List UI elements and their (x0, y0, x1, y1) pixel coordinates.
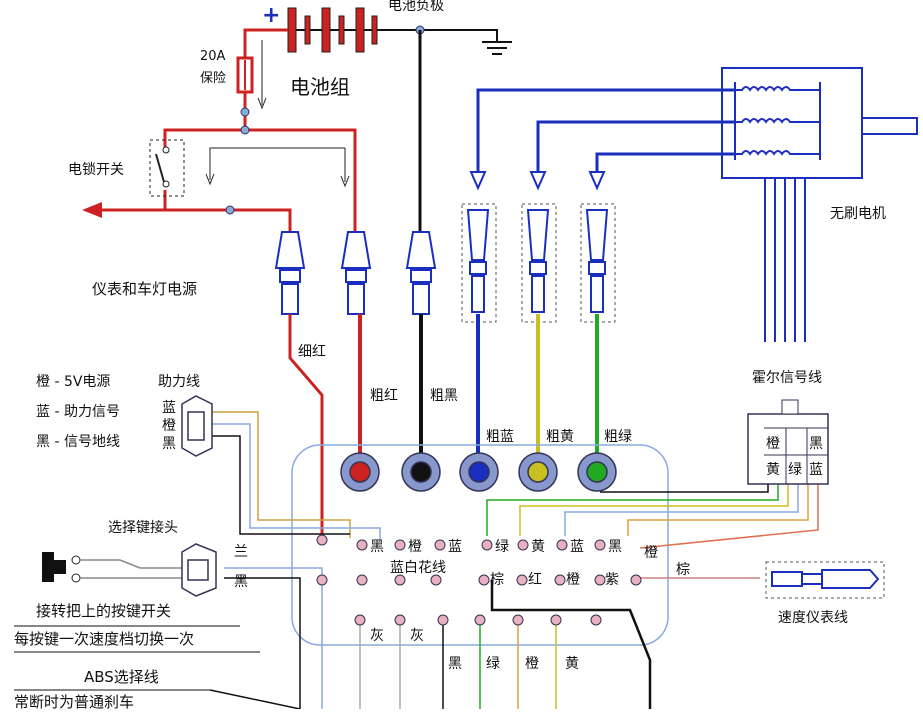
thin-red-label: 细红 (298, 344, 326, 360)
battery-negative-label: 电池负极 (388, 0, 444, 14)
hall-cell: 绿 (788, 462, 802, 478)
meter-power-label: 仪表和车灯电源 (92, 280, 197, 298)
pin-label: 黑 (608, 539, 622, 555)
wire-label: 黄 (565, 655, 579, 672)
battery-pack-label: 电池组 (290, 75, 350, 99)
pin-label: 橙 (644, 545, 658, 561)
assist-blue-label: 蓝 - 助力信号 (36, 404, 120, 420)
speedo-pin-label: 棕 (676, 562, 690, 578)
speedometer-connector (765, 561, 885, 599)
pin-label: 黄 (531, 538, 545, 555)
pin-label: 绿 (495, 539, 509, 555)
pin-label: 橙 (566, 572, 580, 588)
controller-row2-labels: 棕 红 橙 紫 (490, 572, 619, 588)
pin-label: 蓝 (448, 539, 462, 555)
hall-cell: 黑 (809, 436, 823, 452)
thick-blue-label: 粗蓝 (486, 429, 514, 445)
signal-wires (209, 411, 819, 710)
abs-line-label: ABS选择线 (84, 668, 159, 686)
select-connector (181, 543, 217, 597)
speedometer-label: 速度仪表线 (778, 610, 848, 626)
controller-power-wires (288, 314, 599, 535)
fuse-name-label: 保险 (200, 71, 226, 86)
assist-line-label: 助力线 (158, 374, 200, 390)
meter-power-arrow (82, 202, 102, 218)
thick-black-label: 粗黑 (430, 388, 458, 404)
pin-label: 灰 (370, 628, 384, 644)
controller-bottom-labels: 黑 绿 橙 黄 (448, 655, 579, 672)
thick-green-label: 粗绿 (604, 429, 632, 445)
motor (721, 67, 918, 342)
key-switch-label: 电锁开关 (68, 162, 124, 178)
hall-signal-label: 霍尔信号线 (752, 370, 822, 386)
thick-red-label: 粗红 (370, 388, 398, 404)
select-pin-lan: 兰 (234, 544, 248, 560)
pin-label: 紫 (605, 572, 619, 588)
controller-terminals (340, 452, 617, 492)
ground-symbol (380, 29, 512, 55)
assist-connector (181, 395, 213, 457)
wire-label: 黑 (448, 656, 462, 672)
junction-dot (240, 125, 250, 135)
wire-label: 橙 (525, 656, 539, 672)
pin-label: 棕 (490, 572, 504, 588)
battery-pack (272, 7, 380, 53)
junction-dot (225, 205, 235, 215)
hall-connector (747, 399, 829, 485)
fuse-current-label: 20A (200, 49, 226, 64)
button-switch-label: 接转把上的按键开关 (36, 602, 171, 620)
connector-thick-red (340, 231, 372, 315)
pin-label: 灰 (410, 628, 424, 644)
assist-orange-label: 橙 - 5V电源 (36, 374, 110, 390)
motor-label: 无刷电机 (830, 206, 886, 222)
hall-cell: 橙 (766, 436, 780, 452)
button-note-label: 每按键一次速度档切换一次 (14, 630, 194, 648)
assist-pin-blue: 蓝 (162, 400, 176, 416)
phase-connectors (461, 203, 616, 323)
assist-pin-black: 黑 (162, 436, 176, 452)
assist-black-label: 黑 - 信号地线 (36, 434, 120, 450)
pin-label: 红 (528, 572, 542, 588)
wire-label: 绿 (486, 656, 500, 672)
connector-thick-black (405, 231, 437, 315)
junction-dot (240, 107, 250, 117)
blue-white-wire-label: 蓝白花线 (390, 560, 446, 576)
select-pin-black: 黑 (234, 574, 248, 590)
phase-wires (476, 88, 735, 172)
connector-thin-red (274, 231, 306, 315)
pin-label: 橙 (408, 539, 422, 555)
assist-pin-orange: 橙 (162, 418, 176, 434)
hall-cell: 蓝 (809, 462, 823, 478)
thick-yellow-label: 粗黄 (546, 428, 574, 445)
select-button-icon (42, 552, 182, 583)
key-switch (149, 139, 185, 197)
pin-label: 蓝 (570, 539, 584, 555)
plus-sign: + (262, 3, 280, 28)
controller-pins (316, 534, 642, 626)
select-connector-label: 选择键接头 (108, 519, 178, 536)
hall-cell: 黄 (766, 461, 780, 478)
abs-note-label: 常断时为普通刹车 (14, 693, 134, 709)
positive-red-wire (100, 28, 357, 235)
controller-row1-labels: 黑 橙 蓝 绿 黄 蓝 黑 橙 (370, 538, 658, 561)
pin-label: 黑 (370, 539, 384, 555)
phase-arrows (469, 171, 606, 191)
current-arrow (209, 147, 345, 180)
